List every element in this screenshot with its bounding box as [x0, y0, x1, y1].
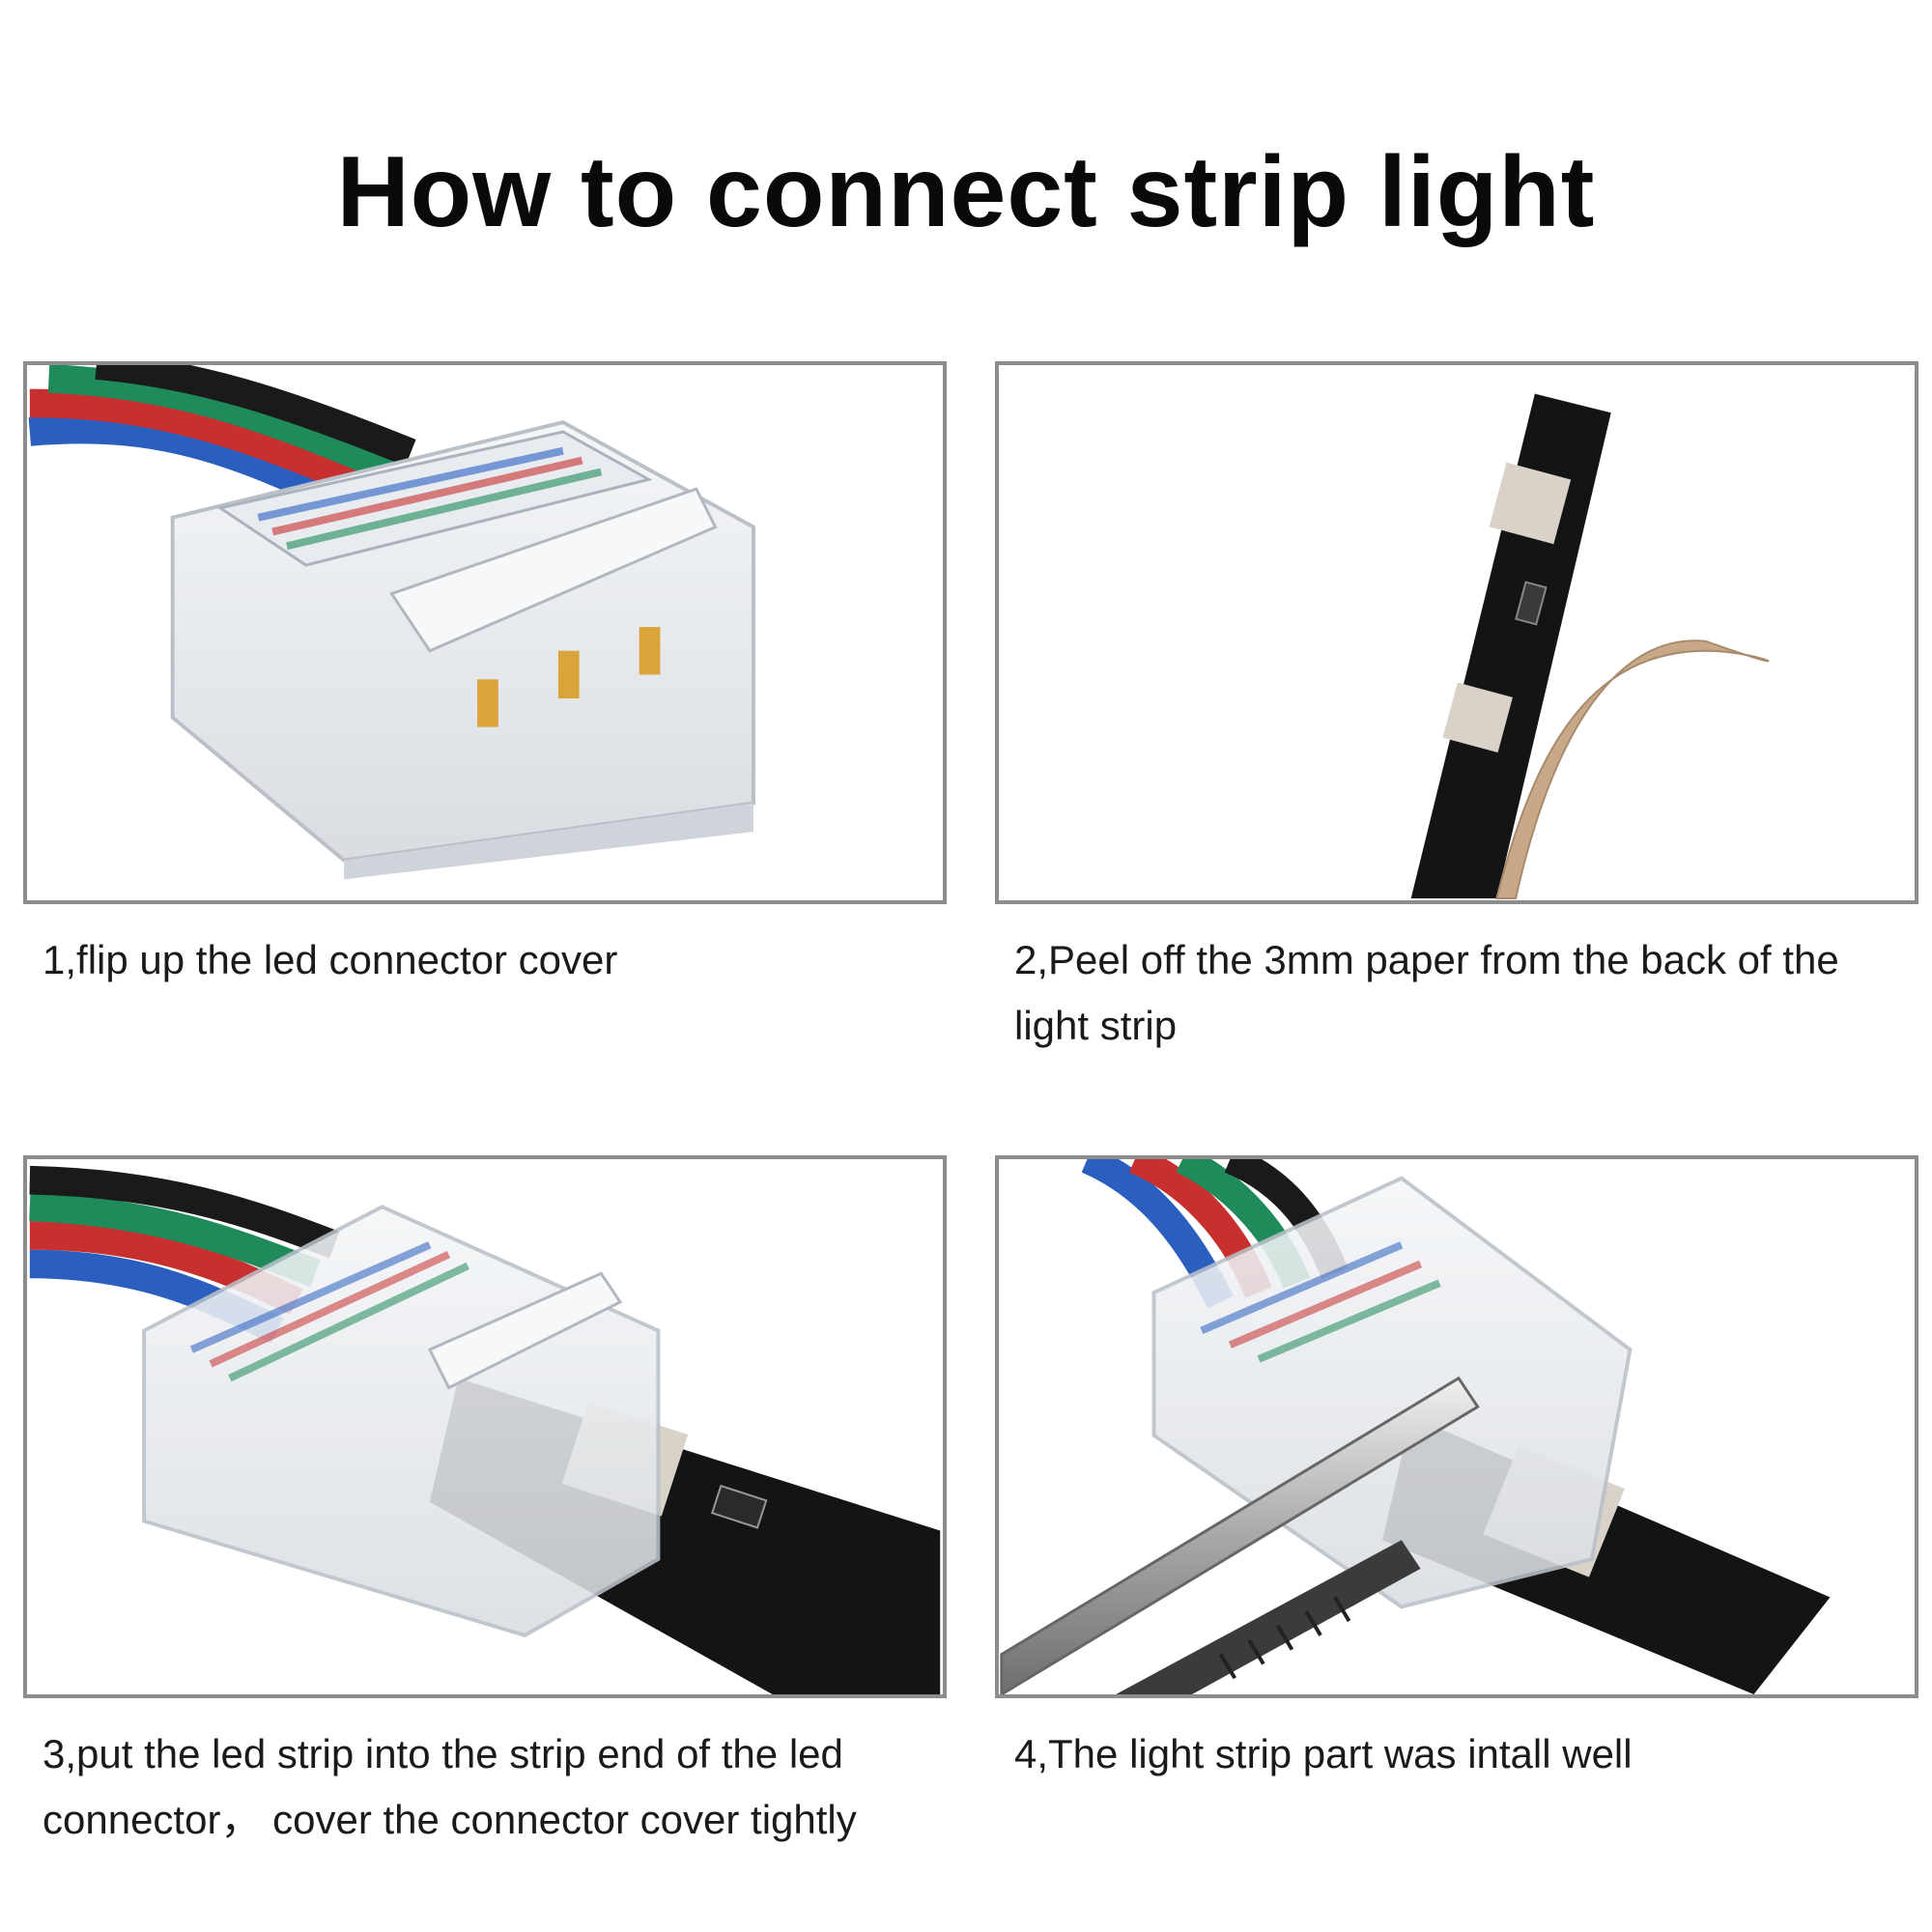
step-3-image: [23, 1155, 947, 1698]
step-1-image: [23, 361, 947, 904]
page-title: How to connect strip light: [336, 136, 1596, 248]
step-2-caption: 2,Peel off the 3mm paper from the back o…: [1014, 937, 1839, 1048]
pliers-press-illustration: [1000, 1159, 1831, 1694]
step-4-image: [995, 1155, 1918, 1698]
step-2-image: [995, 361, 1918, 904]
step-3-caption: 3,put the led strip into the strip end o…: [43, 1731, 857, 1842]
connector-open-illustration: [28, 365, 755, 880]
step-4-caption: 4,The light strip part was intall well: [1014, 1731, 1633, 1776]
strip-insert-illustration: [29, 1165, 941, 1694]
strip-peel-illustration: [1410, 393, 1770, 900]
step-1-caption: 1,flip up the led connector cover: [43, 937, 618, 982]
